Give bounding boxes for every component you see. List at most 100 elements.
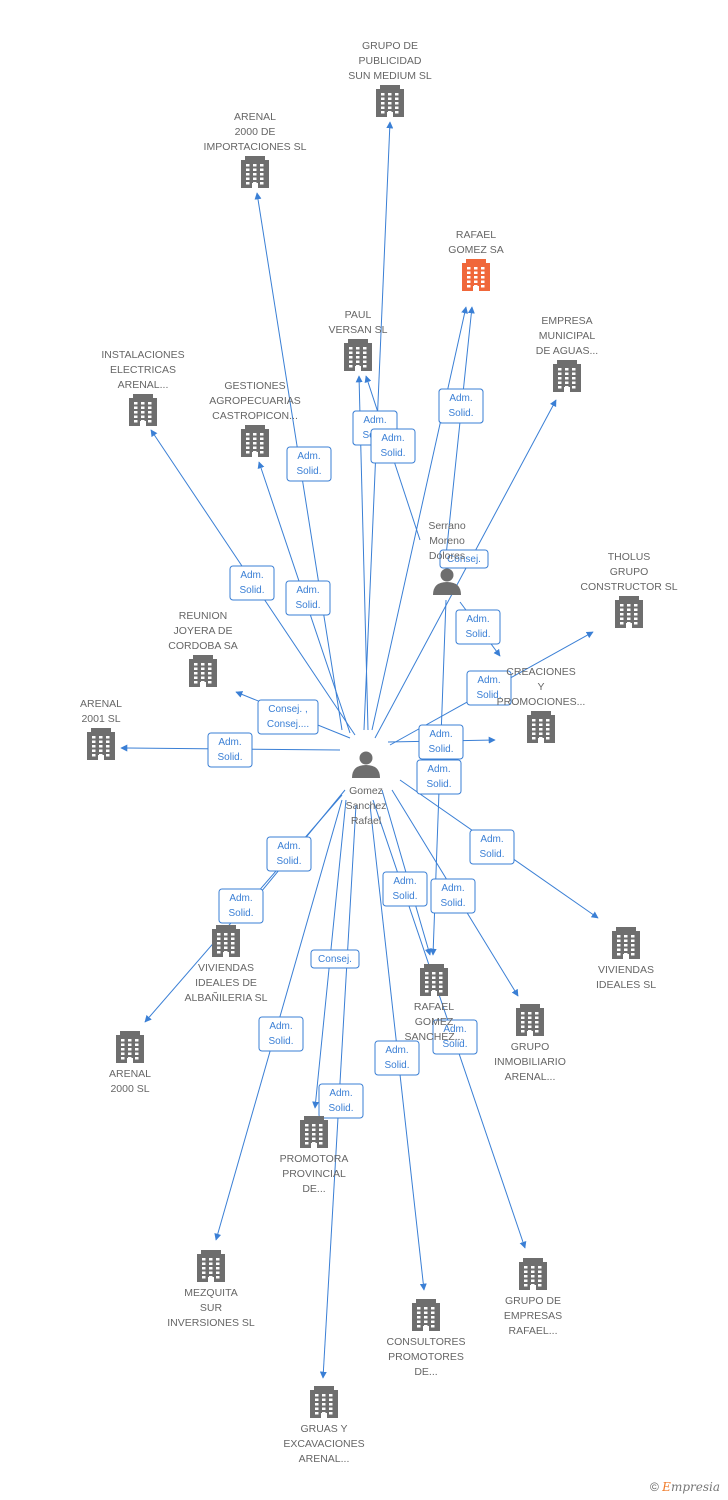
relation-label: Adm. xyxy=(427,764,450,775)
node-gruas[interactable]: GRUAS YEXCAVACIONESARENAL... xyxy=(283,1386,365,1465)
node-label: GESTIONES xyxy=(224,380,285,392)
node-label: 2000 SL xyxy=(110,1083,149,1095)
relation-badge[interactable]: Adm.Solid. xyxy=(370,428,416,464)
building-icon xyxy=(412,1299,440,1331)
node-label: VIVIENDAS xyxy=(598,964,654,976)
relation-label: Adm. xyxy=(381,433,404,444)
relation-badge[interactable]: Consej. xyxy=(310,949,360,969)
node-label: ALBAÑILERIA SL xyxy=(185,991,268,1004)
building-icon xyxy=(344,339,372,371)
relation-badge[interactable]: Adm.Solid. xyxy=(318,1083,364,1119)
node-label: CREACIONES xyxy=(506,666,575,678)
edge-gomez-rafael_gomez_sa xyxy=(371,306,469,731)
relation-label: Adm. xyxy=(477,675,500,686)
node-creaciones[interactable]: CREACIONESYPROMOCIONES... xyxy=(497,666,586,743)
building-icon xyxy=(189,655,217,687)
relation-label: Adm. xyxy=(277,841,300,852)
relation-badge[interactable]: Consej. , Consej.... xyxy=(257,699,319,735)
relation-badge[interactable]: Adm.Solid. xyxy=(218,888,264,924)
building-icon xyxy=(241,425,269,457)
person-icon xyxy=(352,751,380,778)
relation-label: Consej.... xyxy=(267,719,309,730)
node-grupo_empresas[interactable]: GRUPO DEEMPRESASRAFAEL... xyxy=(504,1258,562,1337)
node-label: RAFAEL xyxy=(414,1001,454,1013)
relation-badge[interactable]: Adm. Solid. xyxy=(207,732,253,768)
building-icon xyxy=(519,1258,547,1290)
relation-badge[interactable]: Adm. Solid. xyxy=(266,836,312,872)
relation-label: Solid. xyxy=(217,752,242,763)
node-label: Rafael xyxy=(351,815,381,827)
node-label: Serrano xyxy=(428,520,466,532)
relation-label: Consej. xyxy=(447,554,481,565)
relation-badges-layer: Adm. Solid. Adm. Solid. Adm. Solid. Adm. Solid.… xyxy=(207,388,515,1119)
relation-badge[interactable]: Adm.Solid. xyxy=(229,565,275,601)
relation-badge[interactable]: Consej. xyxy=(439,549,489,569)
node-arenal2000[interactable]: ARENAL 2000 SL xyxy=(109,1031,151,1095)
relation-badge[interactable]: Adm.Solid. xyxy=(432,1019,478,1055)
brand-logo-name: mpresia xyxy=(670,1480,720,1494)
relation-badge[interactable]: Adm.Solid. xyxy=(285,580,331,616)
relation-badge[interactable]: Adm.Solid. xyxy=(438,388,484,424)
node-rafael_gomez_sanch[interactable]: RAFAELGOMEZSANCHEZ... xyxy=(405,964,464,1043)
brand-logo-initial: E xyxy=(662,1480,671,1494)
node-label: EMPRESA xyxy=(541,315,592,327)
node-label: PROMOTORA xyxy=(280,1153,349,1165)
building-icon xyxy=(420,964,448,996)
node-grupo_inmob[interactable]: GRUPOINMOBILIARIOARENAL... xyxy=(494,1004,566,1083)
relation-label: Consej. , xyxy=(268,704,307,715)
node-gestiones[interactable]: GESTIONESAGROPECUARIASCASTROPICON... xyxy=(209,380,301,457)
building-icon xyxy=(462,259,490,291)
node-label: RAFAEL... xyxy=(508,1325,557,1337)
node-label: GRUPO DE xyxy=(362,40,418,52)
relation-badge[interactable]: Adm.Solid. xyxy=(469,829,515,865)
node-label: PUBLICIDAD xyxy=(358,55,421,67)
building-icon xyxy=(300,1116,328,1148)
node-instalaciones[interactable]: INSTALACIONESELECTRICASARENAL... xyxy=(101,349,185,426)
node-label: INVERSIONES SL xyxy=(167,1317,255,1329)
node-consultores[interactable]: CONSULTORESPROMOTORESDE... xyxy=(387,1299,466,1378)
relation-badge[interactable]: Adm. Solid. xyxy=(382,871,428,907)
node-label: INSTALACIONES xyxy=(101,349,184,361)
relation-badge[interactable]: Adm.Solid. xyxy=(455,609,501,645)
relation-badge[interactable]: Adm.Solid. xyxy=(466,670,512,706)
node-label: CONSULTORES xyxy=(387,1336,466,1348)
node-label: GOMEZ SA xyxy=(448,244,503,256)
node-label: Sanchez xyxy=(346,800,387,812)
relation-badge[interactable]: Adm.Solid. xyxy=(430,878,476,914)
relation-badge[interactable]: Adm.Solid. xyxy=(416,759,462,795)
relation-label: Adm. xyxy=(218,737,241,748)
relation-label: Solid. xyxy=(276,856,301,867)
node-label: DE AGUAS... xyxy=(536,345,598,357)
relation-badge[interactable]: Adm.Solid. xyxy=(418,724,464,760)
relation-badge[interactable]: Adm.Solid. xyxy=(374,1040,420,1076)
building-icon xyxy=(212,925,240,957)
relation-badge[interactable]: Adm.Solid. xyxy=(258,1016,304,1052)
relation-label: Solid. xyxy=(442,1039,467,1050)
node-label: VIVIENDAS xyxy=(198,962,254,974)
relation-label: Adm. xyxy=(449,393,472,404)
relation-label: Adm. xyxy=(393,876,416,887)
node-label: VERSAN SL xyxy=(329,324,388,336)
relation-label: Solid. xyxy=(392,891,417,902)
relation-label: Solid. xyxy=(328,1103,353,1114)
building-icon xyxy=(87,728,115,760)
relation-badge[interactable]: Adm.Solid. xyxy=(286,446,332,482)
node-label: Moreno xyxy=(429,535,465,547)
relation-label: Adm. xyxy=(441,883,464,894)
node-promotora[interactable]: PROMOTORAPROVINCIALDE... xyxy=(280,1116,349,1195)
node-label: ARENAL... xyxy=(505,1071,556,1083)
node-label: ARENAL xyxy=(109,1068,151,1080)
